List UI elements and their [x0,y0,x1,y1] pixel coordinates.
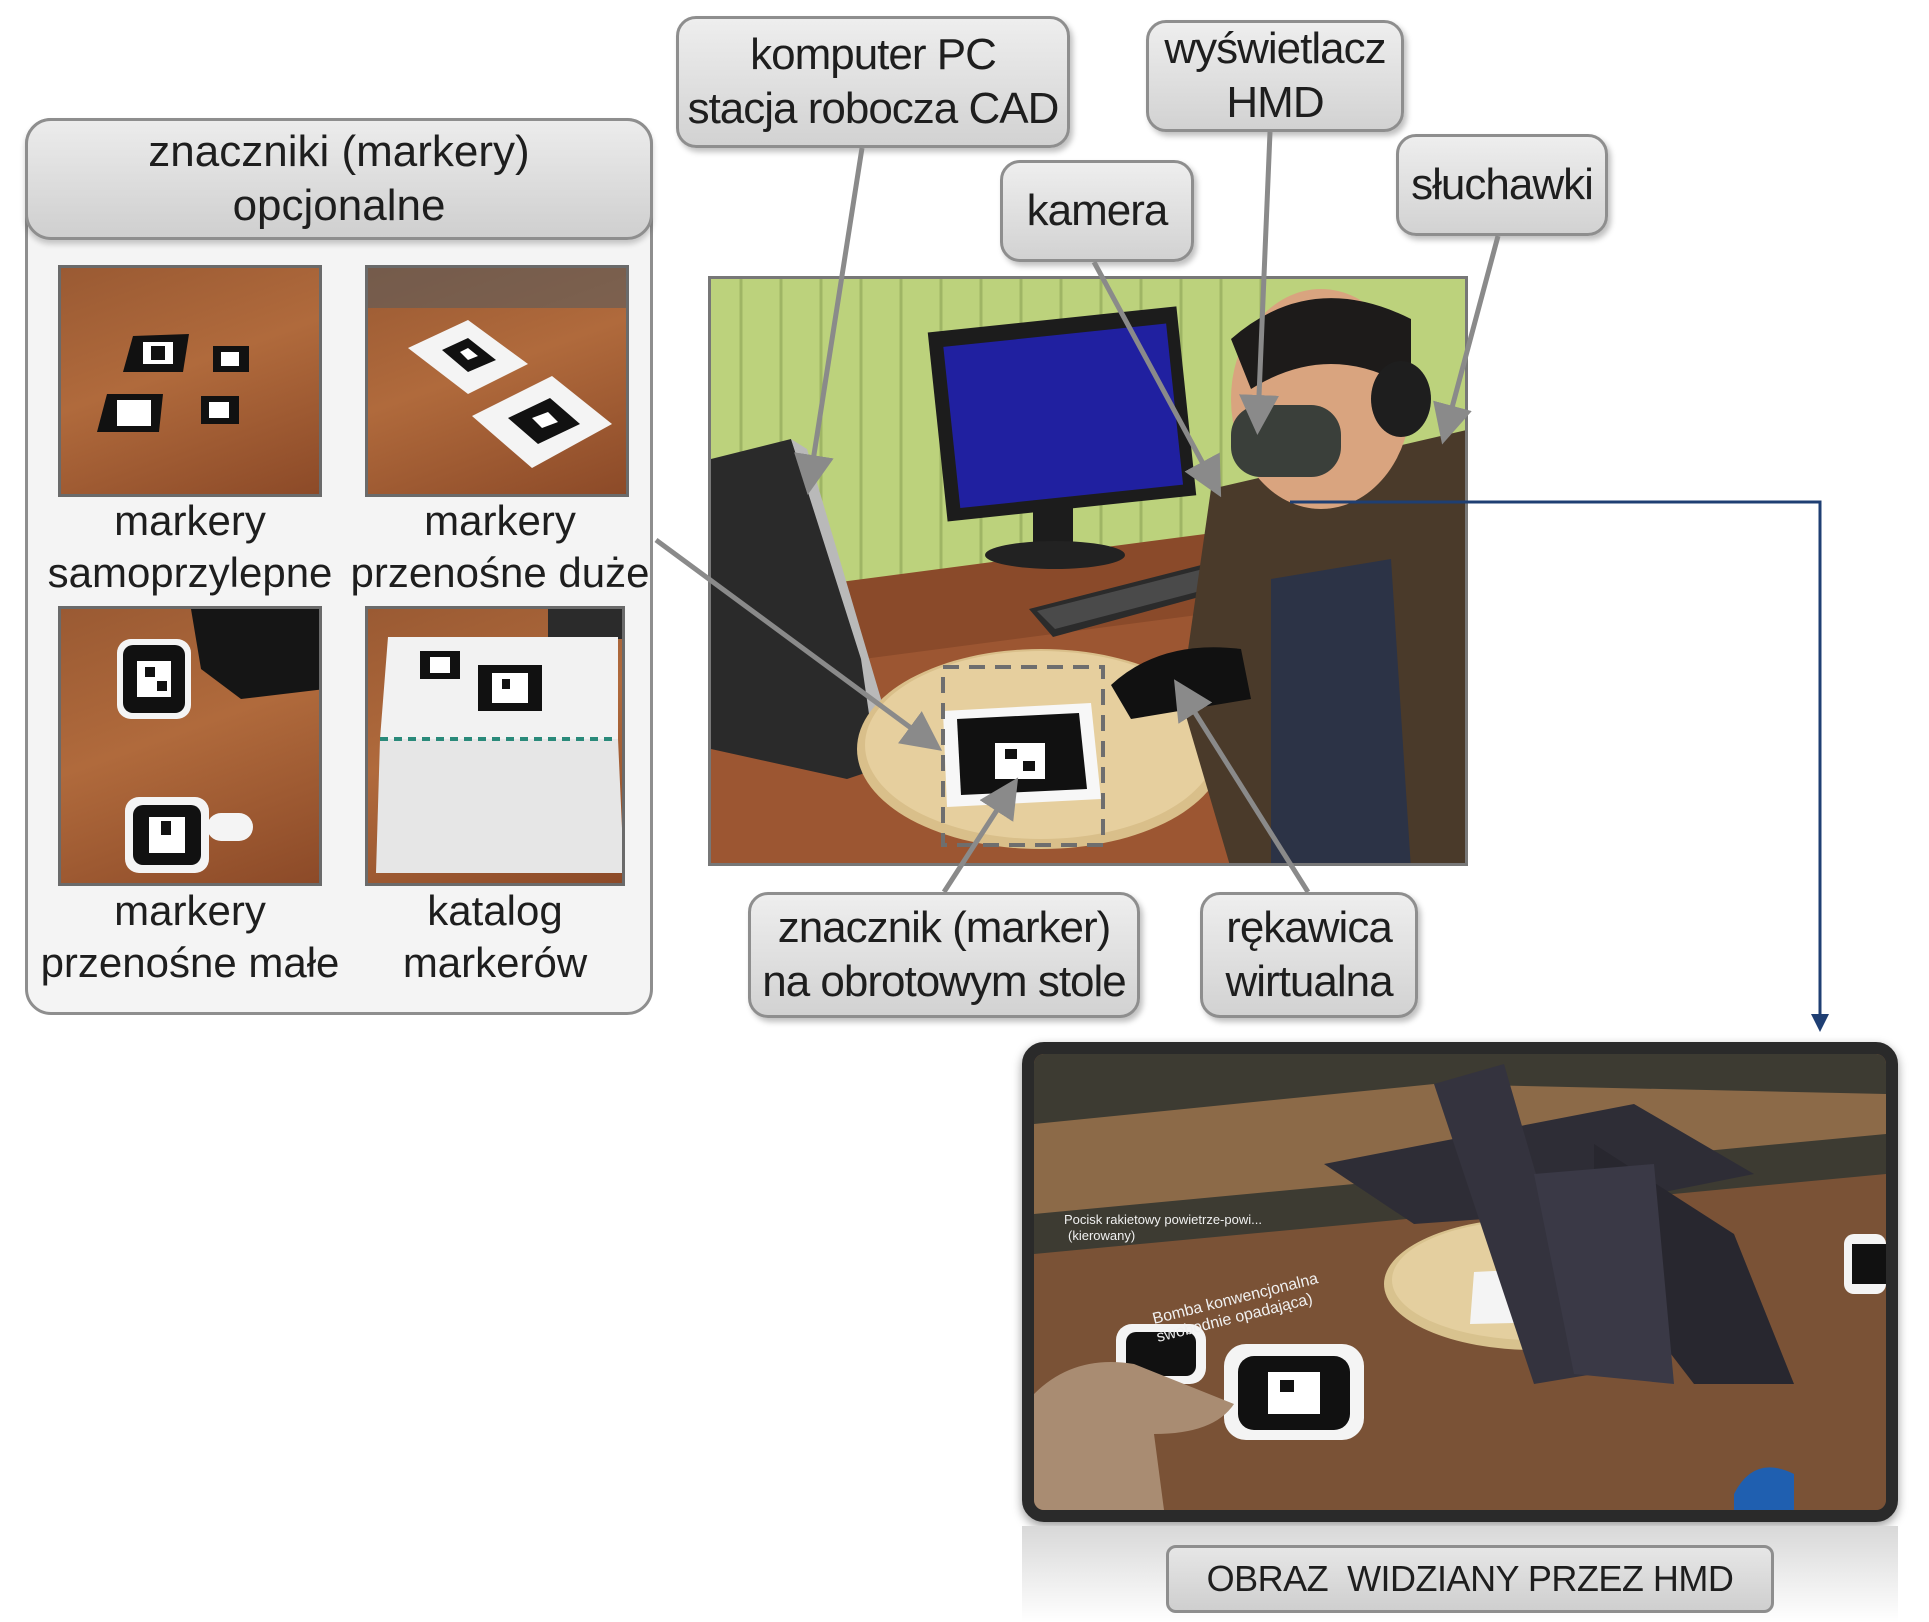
callout-virtual-glove: rękawica wirtualna [1200,892,1418,1018]
callout-pc-line-1: komputer PC [750,30,997,79]
callout-headphones-label: słuchawki [1411,160,1594,209]
thumbnail-portable-large-markers [365,265,629,497]
portable-small-markers-image [117,609,319,873]
callout-camera: kamera [1000,160,1194,262]
adhesive-markers-image [97,334,249,432]
caption-line: markerów [402,939,588,986]
callout-hmd-line-1: wyświetlacz [1164,24,1386,73]
callout-glove-line-1: rękawica [1226,903,1393,952]
callout-marker-on-table: znacznik (marker) na obrotowym stole [748,892,1140,1018]
callout-headphones: słuchawki [1396,134,1608,236]
caption-portable-small-markers: markery przenośne małe [40,885,340,989]
caption-line: przenośne małe [40,939,340,986]
hmd-overlay-label-missile-sub: (kierowany) [1068,1228,1135,1243]
callout-glove-line-2: wirtualna [1225,957,1393,1006]
caption-portable-large-markers: markery przenośne duże [350,495,650,599]
caption-line: markery [114,887,266,934]
caption-line: samoprzylepne [47,549,333,596]
thumbnail-marker-catalog [365,606,625,886]
callout-camera-label: kamera [1026,186,1169,235]
thumbnail-adhesive-markers [58,265,322,497]
hmd-overlay-label-missile: Pocisk rakietowy powietrze-powi... [1064,1212,1262,1227]
caption-line: katalog [427,887,563,934]
callout-pc-workstation: komputer PC stacja robocza CAD [676,16,1070,148]
callout-hmd-display: wyświetlacz HMD [1146,20,1404,132]
caption-line: markery [424,497,576,544]
thumbnail-portable-small-markers [58,606,322,886]
caption-line: markery [114,497,266,544]
caption-adhesive-markers: markery samoprzylepne [40,495,340,599]
caption-marker-catalog: katalog markerów [345,885,645,989]
marker-panel-title-line-2: opcjonalne [232,181,446,230]
portable-large-markers-image [368,268,626,468]
marker-catalog-image [376,609,622,873]
hmd-view-image: Pocisk rakietowy powietrze-powi... (kier… [1022,1042,1898,1522]
hmd-view-caption: OBRAZ WIDZIANY PRZEZ HMD [1166,1545,1774,1613]
marker-panel-title: znaczniki (markery) opcjonalne [25,118,653,240]
callout-marker-line-2: na obrotowym stole [762,957,1127,1006]
marker-panel-title-line-1: znaczniki (markery) [148,127,530,176]
workstation-photo [708,276,1468,866]
workstation-scene [711,279,1465,863]
callout-pc-line-2: stacja robocza CAD [687,84,1060,133]
callout-hmd-line-2: HMD [1226,78,1324,127]
hmd-view-scene: Pocisk rakietowy powietrze-powi... (kier… [1034,1054,1886,1510]
caption-line: przenośne duże [350,549,650,596]
callout-marker-line-1: znacznik (marker) [777,903,1112,952]
